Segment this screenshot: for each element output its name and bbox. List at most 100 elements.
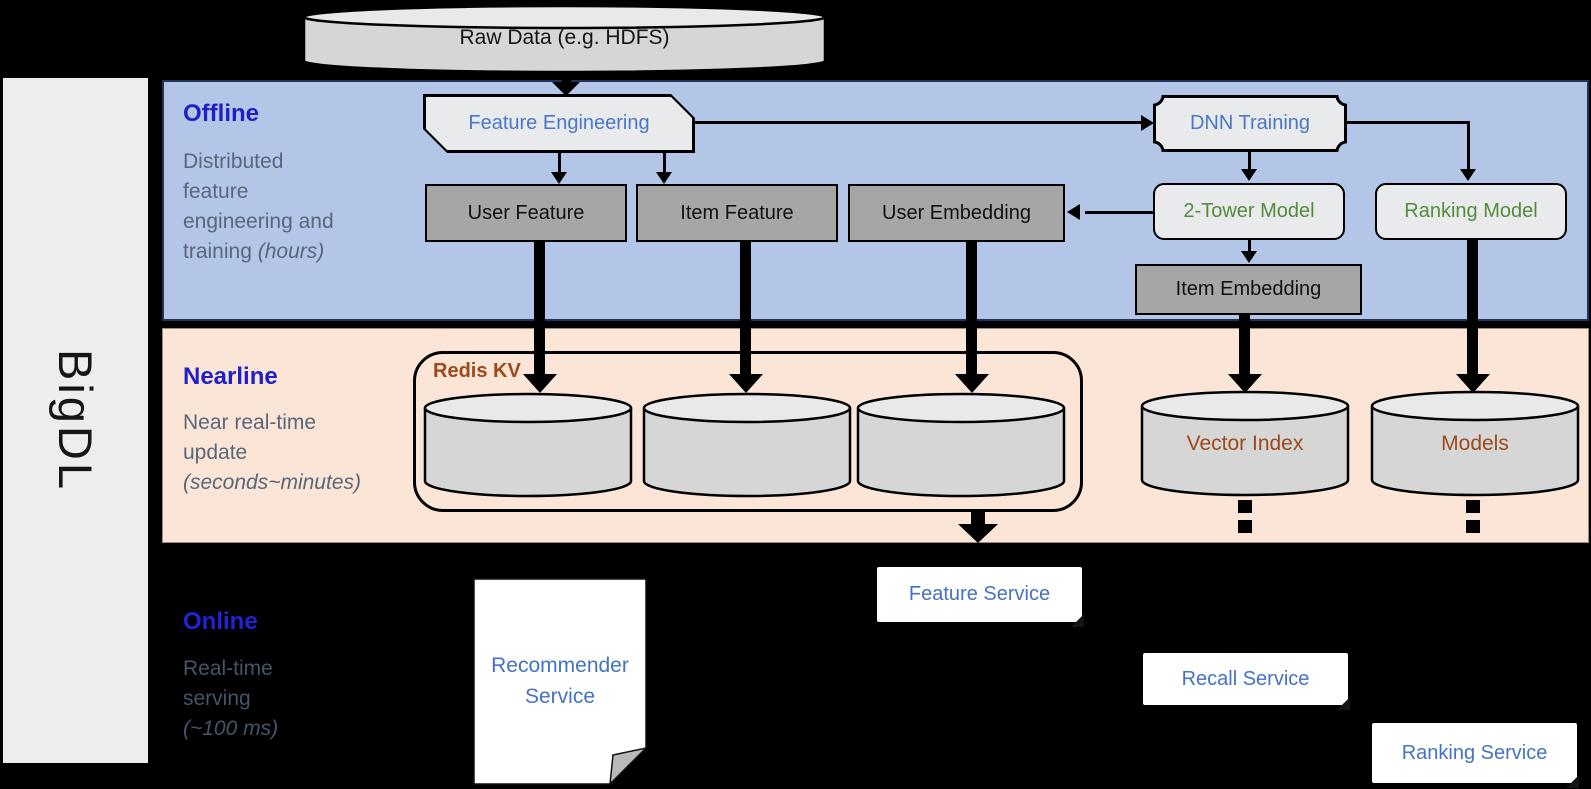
- arrow-two-tower-to-item-embedding-head: [1241, 251, 1257, 263]
- arrow-kv-to-feature-service-head: [958, 524, 998, 543]
- arrow-dnn-to-ranking-head: [1460, 169, 1476, 181]
- pipe-item-embedding-to-vector-index-shaft: [1239, 315, 1250, 374]
- redis-kv-label: Redis KV: [433, 360, 521, 382]
- dashed-connector-vector-index-1: [1238, 500, 1252, 513]
- dashed-connector-models-2: [1466, 520, 1480, 533]
- node-ranking-service: Ranking Service: [1372, 723, 1579, 788]
- pipe-user-feature-to-kv1-head: [523, 374, 557, 393]
- feature-engineering-label: Feature Engineering: [426, 97, 692, 150]
- offline-desc-line4: training: [183, 240, 252, 263]
- dashed-connector-models-1: [1466, 500, 1480, 513]
- arrow-dnn-to-two-tower-head: [1241, 169, 1257, 181]
- arrow-dnn-to-ranking-vline: [1467, 121, 1470, 171]
- feature-service-label: Feature Service: [908, 583, 1051, 605]
- pipe-ranking-model-to-models-shaft: [1467, 240, 1478, 374]
- arrow-two-tower-to-user-embedding-head: [1067, 204, 1080, 220]
- node-recommender-service: Recommender Service: [473, 578, 649, 787]
- database-cylinder-icon: [302, 4, 827, 74]
- arrow-fe-to-item-feature-line: [663, 153, 666, 174]
- arrow-fe-to-dnn-head: [1141, 115, 1154, 131]
- offline-desc-line2: feature: [183, 180, 249, 203]
- recall-service-label: Recall Service: [1181, 667, 1310, 690]
- arrow-raw-to-fe-shaft: [562, 74, 571, 84]
- pipe-ranking-model-to-models-head: [1456, 374, 1490, 393]
- ranking-model-label: Ranking Model: [1404, 200, 1538, 222]
- pipe-item-embedding-to-vector-index-head: [1228, 374, 1262, 393]
- folded-corner-icon: [1337, 697, 1350, 710]
- redis-cylinder-1: [423, 392, 633, 503]
- arrow-fe-to-user-feature-line: [558, 153, 561, 174]
- ranking-service-label: Ranking Service: [1401, 741, 1548, 764]
- raw-data-label: Raw Data (e.g. HDFS): [459, 26, 670, 49]
- folded-corner-icon: [1566, 775, 1579, 788]
- pipe-user-embedding-to-kv3-head: [955, 374, 989, 393]
- node-feature-service: Feature Service: [877, 567, 1084, 627]
- arrow-fe-to-user-feature-head: [551, 172, 567, 184]
- arrow-raw-to-fe-head: [552, 82, 580, 96]
- pipe-user-feature-to-kv1-shaft: [534, 242, 545, 374]
- arrow-dnn-to-ranking-hline: [1347, 121, 1470, 124]
- document-shape: [473, 578, 649, 787]
- offline-section-description: Distributed feature engineering and trai…: [183, 147, 423, 267]
- node-item-feature: Item Feature: [636, 184, 838, 242]
- recommender-service-label: Recommender Service: [473, 650, 647, 712]
- arrow-kv-to-feature-service-stem: [971, 512, 985, 524]
- node-user-feature: User Feature: [425, 184, 627, 242]
- offline-desc-line3: engineering and: [183, 210, 334, 233]
- online-section: Online Real-time serving (~100 ms): [183, 608, 353, 744]
- node-ranking-model: Ranking Model: [1375, 183, 1567, 240]
- user-feature-label: User Feature: [467, 201, 585, 224]
- node-feature-engineering: Feature Engineering: [423, 94, 695, 153]
- plaque-shape: [1153, 95, 1347, 152]
- bigdl-logo: BigDL: [49, 348, 102, 492]
- pipe-user-embedding-to-kv3-shaft: [966, 242, 977, 374]
- arrow-two-tower-to-item-embedding-line: [1248, 240, 1251, 253]
- node-vector-index: Vector Index: [1140, 390, 1350, 497]
- dashed-connector-vector-index-2: [1238, 520, 1252, 533]
- pipe-item-feature-to-kv2-shaft: [740, 242, 751, 374]
- online-desc-line2: serving: [183, 687, 251, 710]
- online-desc-latency: (~100 ms): [183, 717, 279, 740]
- pipe-item-feature-to-kv2-head: [729, 374, 763, 393]
- database-cylinder-icon: [642, 392, 852, 498]
- node-recall-service: Recall Service: [1143, 653, 1350, 710]
- node-user-embedding: User Embedding: [848, 184, 1065, 242]
- node-item-embedding: Item Embedding: [1135, 264, 1362, 315]
- user-embedding-label: User Embedding: [882, 201, 1031, 224]
- database-cylinder-icon: [423, 392, 633, 498]
- folded-corner-icon: [1071, 614, 1084, 627]
- redis-cylinder-2: [642, 392, 852, 503]
- database-cylinder-icon: [1140, 390, 1350, 497]
- arrow-fe-to-item-feature-head: [656, 172, 672, 184]
- database-cylinder-icon: [856, 392, 1066, 498]
- raw-data-store: Raw Data (e.g. HDFS): [302, 4, 827, 74]
- offline-desc-line1: Distributed: [183, 150, 284, 173]
- arrow-fe-to-dnn-line: [695, 121, 1145, 124]
- online-section-label: Online: [183, 608, 258, 635]
- node-dnn-training: DNN Training: [1153, 95, 1347, 152]
- node-two-tower-model: 2-Tower Model: [1153, 183, 1345, 240]
- recommender-service-line2: Service: [524, 685, 596, 708]
- nearline-desc-line1: Near real-time: [183, 411, 317, 434]
- models-label: Models: [1441, 432, 1509, 455]
- node-models: Models: [1370, 390, 1580, 497]
- redis-cylinder-3: [856, 392, 1066, 503]
- vector-index-label: Vector Index: [1186, 432, 1304, 455]
- nearline-desc-line2: update: [183, 441, 248, 464]
- nearline-desc-latency: (seconds~minutes): [183, 471, 361, 494]
- item-embedding-label: Item Embedding: [1175, 278, 1322, 300]
- online-desc-line1: Real-time: [183, 657, 273, 680]
- database-cylinder-icon: [1370, 390, 1580, 497]
- offline-section-label: Offline: [183, 100, 259, 127]
- nearline-section-description: Near real-time update (seconds~minutes): [183, 408, 433, 498]
- redis-kv-container: [413, 351, 1083, 512]
- arrow-two-tower-to-user-embedding-line: [1085, 211, 1153, 214]
- online-section-description: Real-time serving (~100 ms): [183, 654, 353, 744]
- bigdl-sidebar: BigDL: [3, 78, 148, 763]
- nearline-section-label: Nearline: [183, 363, 278, 390]
- item-feature-label: Item Feature: [680, 201, 794, 224]
- offline-desc-hours: (hours): [257, 240, 325, 263]
- arrow-dnn-to-two-tower-line: [1248, 152, 1251, 171]
- two-tower-model-label: 2-Tower Model: [1183, 200, 1315, 222]
